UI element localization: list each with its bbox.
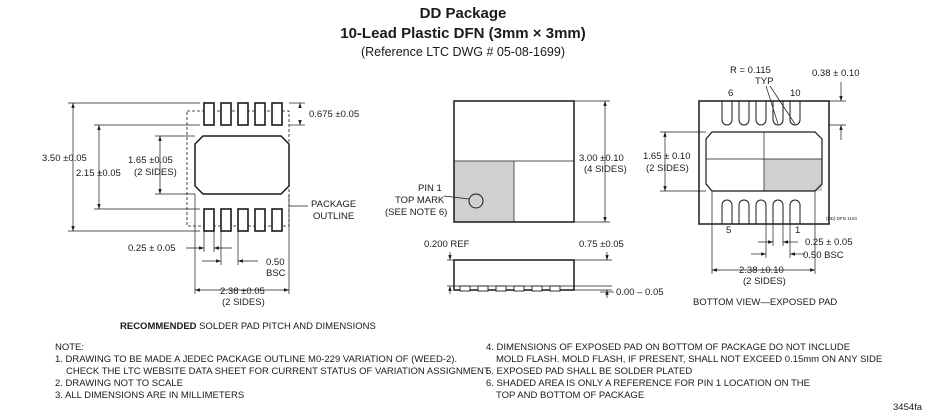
note-6b: TOP AND BOTTOM OF PACKAGE <box>496 390 644 401</box>
title-line2: 10-Lead Plastic DFN (3mm × 3mm) <box>340 25 586 42</box>
pin-number-5: 5 <box>726 225 731 236</box>
title-line1: DD Package <box>420 5 507 22</box>
side-lead <box>549 285 561 292</box>
bottom-lead-bottom <box>721 199 733 224</box>
dim-075: 0.75 ±0.05 <box>579 239 624 250</box>
package-outline-label-b: OUTLINE <box>313 211 354 222</box>
bottom-lead-top <box>789 101 801 126</box>
dim-0200-ref: 0.200 REF <box>424 239 470 250</box>
top-pad <box>220 102 232 126</box>
bv-dim-165-b: (2 SIDES) <box>646 163 689 174</box>
bv-dim-238-b: (2 SIDES) <box>743 276 786 287</box>
bottom-pad <box>271 208 283 232</box>
dim-215: 2.15 ±0.05 <box>76 168 121 179</box>
pin-number-1: 1 <box>795 225 800 236</box>
pin1-label-c: (SEE NOTE 6) <box>385 207 447 218</box>
side-lead <box>531 285 543 292</box>
bottom-lead-top <box>772 101 784 126</box>
bv-dim-165-a: 1.65 ± 0.10 <box>643 151 690 162</box>
pin1-top-mark <box>468 193 484 209</box>
dim-025: 0.25 ± 0.05 <box>128 243 175 254</box>
bv-dim-025: 0.25 ± 0.05 <box>805 237 852 248</box>
top-pad <box>271 102 283 126</box>
bottom-lead-bottom <box>738 199 750 224</box>
bottom-view-body <box>698 100 830 225</box>
side-view-body <box>453 259 575 291</box>
drawing-ref: (DD) DFN 1103 <box>826 216 857 221</box>
bottom-view-shaded-area <box>764 159 822 191</box>
dim-300-a: 3.00 ±0.10 <box>579 153 624 164</box>
pin-number-6: 6 <box>728 88 733 99</box>
dim-350: 3.50 ±0.05 <box>42 153 87 164</box>
top-view-shaded-area <box>454 161 514 222</box>
bottom-pad <box>220 208 232 232</box>
dim-238-a: 2.38 ±0.05 <box>220 286 265 297</box>
exposed-pad-land <box>194 135 290 195</box>
footprint-caption: RECOMMENDED SOLDER PAD PITCH AND DIMENSI… <box>120 321 376 332</box>
doc-id: 3454fa <box>893 402 923 413</box>
notes: NOTE: 1. DRAWING TO BE MADE A JEDEC PACK… <box>55 342 882 401</box>
bottom-lead-bottom <box>755 199 767 224</box>
note-6a: 6. SHADED AREA IS ONLY A REFERENCE FOR P… <box>486 378 810 389</box>
side-lead <box>459 285 471 292</box>
side-lead <box>495 285 507 292</box>
bottom-pad <box>237 208 249 232</box>
note-3: 3. ALL DIMENSIONS ARE IN MILLIMETERS <box>55 390 244 401</box>
dim-238-b: (2 SIDES) <box>222 297 265 308</box>
footprint-view: 0.675 ±0.05 3.50 ±0.05 2.15 ±0.05 1.65 ±… <box>42 102 376 332</box>
side-view: 0.200 REF 0.75 ±0.05 0.00 – 0.05 <box>424 239 664 298</box>
dim-300-b: (4 SIDES) <box>584 164 627 175</box>
top-view: 3.00 ±0.10 (4 SIDES) PIN 1 TOP MARK (SEE… <box>385 100 627 223</box>
note-4b: MOLD FLASH. MOLD FLASH, IF PRESENT, SHAL… <box>496 354 882 365</box>
radius-label-b: TYP <box>755 76 773 87</box>
dim-038: 0.38 ± 0.10 <box>812 68 859 79</box>
dim-165-b: (2 SIDES) <box>134 167 177 178</box>
pin-number-10: 10 <box>790 88 801 99</box>
bottom-view-caption: BOTTOM VIEW—EXPOSED PAD <box>693 297 837 308</box>
note-2: 2. DRAWING NOT TO SCALE <box>55 378 183 389</box>
package-outline-label-a: PACKAGE <box>311 199 356 210</box>
title-line3: (Reference LTC DWG # 05-08-1699) <box>361 45 565 59</box>
note-1b: CHECK THE LTC WEBSITE DATA SHEET FOR CUR… <box>66 366 490 377</box>
notes-heading: NOTE: <box>55 342 84 353</box>
pin1-label-b: TOP MARK <box>395 195 445 206</box>
bottom-view: R = 0.115 TYP 0.38 ± 0.10 6 10 5 1 1.65 … <box>643 65 859 308</box>
caption-rest: SOLDER PAD PITCH AND DIMENSIONS <box>197 321 376 332</box>
side-lead <box>513 285 525 292</box>
bottom-lead-top <box>738 101 750 126</box>
bottom-pad <box>203 208 215 232</box>
bottom-pad <box>254 208 266 232</box>
bottom-lead-bottom <box>772 199 784 224</box>
note-1a: 1. DRAWING TO BE MADE A JEDEC PACKAGE OU… <box>55 354 457 365</box>
dim-165-a: 1.65 ±0.05 <box>128 155 173 166</box>
note-4a: 4. DIMENSIONS OF EXPOSED PAD ON BOTTOM O… <box>486 342 850 353</box>
bv-dim-238-a: 2.38 ±0.10 <box>739 265 784 276</box>
note-5: 5. EXPOSED PAD SHALL BE SOLDER PLATED <box>486 366 692 377</box>
top-pad <box>203 102 215 126</box>
top-pad <box>237 102 249 126</box>
dim-050-a: 0.50 <box>266 257 285 268</box>
radius-label-a: R = 0.115 <box>730 65 771 76</box>
bottom-lead-top <box>721 101 733 126</box>
top-pad <box>254 102 266 126</box>
bottom-lead-bottom <box>789 199 801 224</box>
dim-0675: 0.675 ±0.05 <box>309 109 359 120</box>
bottom-lead-top <box>755 101 767 126</box>
dim-050-b: BSC <box>266 268 286 279</box>
caption-recommended: RECOMMENDED <box>120 321 197 332</box>
side-lead <box>477 285 489 292</box>
dim-000-005: 0.00 – 0.05 <box>616 287 664 298</box>
bv-dim-050: 0.50 BSC <box>803 250 844 261</box>
pin1-label-a: PIN 1 <box>418 183 442 194</box>
